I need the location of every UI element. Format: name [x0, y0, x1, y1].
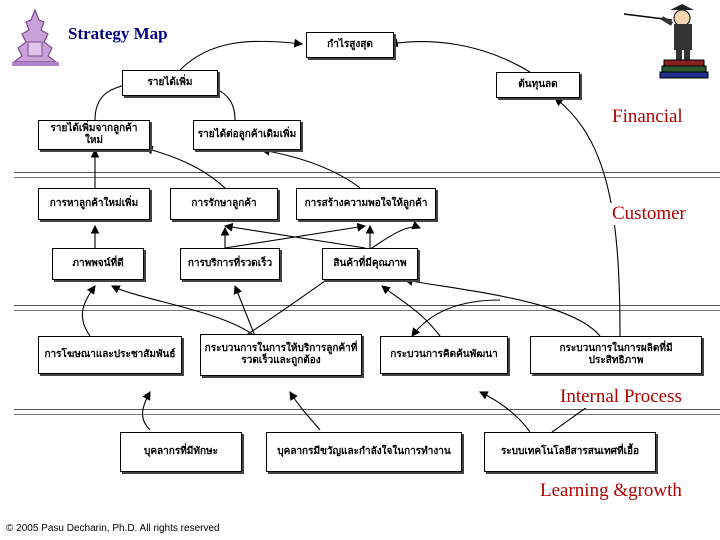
financial-customer-separator — [14, 172, 720, 173]
box-fast-service: การบริการที่รวดเร็ว — [180, 248, 280, 280]
box-innovation-process: กระบวนการคิดค้นพัฒนา — [380, 336, 508, 374]
box-customer-satisfaction: การสร้างความพอใจให้ลูกค้า — [296, 188, 436, 220]
teacher-cartoon-icon — [623, 4, 709, 79]
label-customer: Customer — [610, 203, 688, 225]
internal-learning-separator — [14, 409, 720, 410]
financial-customer-separator-2 — [14, 177, 720, 178]
label-financial: Financial — [610, 106, 685, 128]
box-staff-motivation: บุคลากรมีขวัญและกำลังใจในการทำงาน — [266, 432, 462, 472]
copyright-notice: © 2005 Pasu Decharin, Ph.D. All rights r… — [6, 523, 220, 534]
box-new-customer-acquisition: การหาลูกค้าใหม่เพิ่ม — [38, 188, 150, 220]
box-good-image: ภาพพจน์ที่ดี — [52, 248, 144, 280]
box-quality-product: สินค้าที่มีคุณภาพ — [322, 248, 418, 280]
box-revenue-existing-customers: รายได้ต่อลูกค้าเดิมเพิ่ม — [193, 120, 301, 150]
label-internal-process: Internal Process — [558, 386, 684, 408]
box-revenue-new-customers: รายได้เพิ่มจากลูกค้าใหม่ — [38, 120, 150, 150]
label-learning-growth: Learning &growth — [538, 480, 684, 502]
customer-internal-separator — [14, 305, 720, 306]
customer-internal-separator-2 — [14, 310, 720, 311]
diagram-title: Strategy Map — [68, 24, 168, 43]
box-cost-reduction: ต้นทุนลด — [496, 72, 580, 98]
box-skilled-staff: บุคลากรที่มีทักษะ — [120, 432, 242, 472]
box-max-profit: กำไรสูงสุด — [306, 32, 394, 58]
box-revenue-increase: รายได้เพิ่ม — [122, 70, 218, 96]
internal-learning-separator-2 — [14, 414, 720, 415]
box-it-support: ระบบเทคโนโลยีสารสนเทศที่เอื้อ — [484, 432, 656, 472]
box-production-process: กระบวนการในการผลิตที่มีประสิทธิภาพ — [530, 336, 702, 374]
box-customer-retention: การรักษาลูกค้า — [170, 188, 278, 220]
box-service-process: กระบวนการในการให้บริการลูกค้าที่รวดเร็วแ… — [200, 334, 362, 376]
box-advertising-pr: การโฆษณาและประชาสัมพันธ์ — [38, 336, 182, 374]
university-logo-icon — [12, 8, 59, 66]
